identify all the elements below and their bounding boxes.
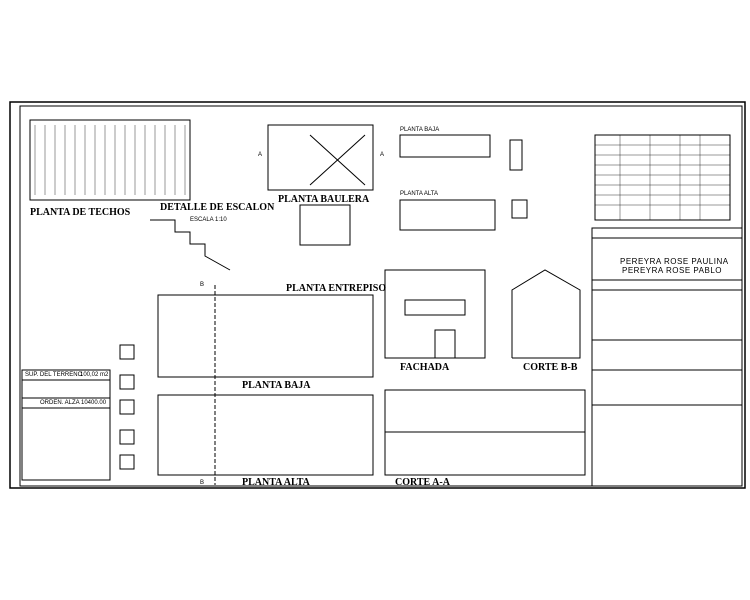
section-marker-b-bottom: B	[200, 480, 205, 486]
title-detalle-escalon: DETALLE DE ESCALON	[160, 202, 275, 213]
scale-label: ESCALA 1:10	[190, 217, 227, 223]
upper-floor-plan	[157, 394, 374, 476]
baulera-plan	[267, 124, 374, 191]
ground-floor-plan	[157, 294, 374, 378]
title-fachada: FACHADA	[400, 362, 450, 373]
orden-label: ORDEN. ALZA 10400.00	[40, 400, 107, 406]
mini-planta-baja: PLANTA BAJA	[400, 127, 440, 133]
mini-planta-alta: PLANTA ALTA	[400, 191, 439, 197]
title-planta-baulera: PLANTA BAULERA	[278, 194, 370, 205]
title-planta-entrepiso: PLANTA ENTREPISO	[286, 283, 387, 294]
title-block	[591, 227, 743, 487]
roof-plan	[29, 119, 191, 201]
title-planta-alta: PLANTA ALTA	[242, 477, 310, 488]
section-marker-a-right: A	[380, 152, 385, 158]
owner-2: PEREYRA ROSE PABLO	[622, 266, 722, 275]
section-marker-b-top: B	[200, 282, 205, 288]
inner-border	[19, 105, 743, 487]
sheet-border	[9, 101, 746, 489]
title-planta-techos: PLANTA DE TECHOS	[30, 207, 131, 218]
owner-1: PEREYRA ROSE PAULINA	[620, 257, 729, 266]
entrepiso-plan	[299, 204, 351, 246]
surface-table	[21, 369, 111, 481]
roof-hatch	[34, 125, 186, 195]
section-bb	[511, 269, 581, 359]
sup-terreno-label: SUP. DEL TERRENO	[25, 372, 83, 378]
title-corte-bb: CORTE B-B	[523, 362, 578, 373]
title-planta-baja: PLANTA BAJA	[242, 380, 311, 391]
section-marker-a-left: A	[258, 152, 263, 158]
material-legend	[119, 344, 135, 470]
title-corte-aa: CORTE A-A	[395, 477, 450, 488]
sup-terreno-value: 100,02 m2	[80, 372, 109, 378]
stair-detail	[150, 219, 231, 271]
openings-table	[594, 134, 731, 221]
